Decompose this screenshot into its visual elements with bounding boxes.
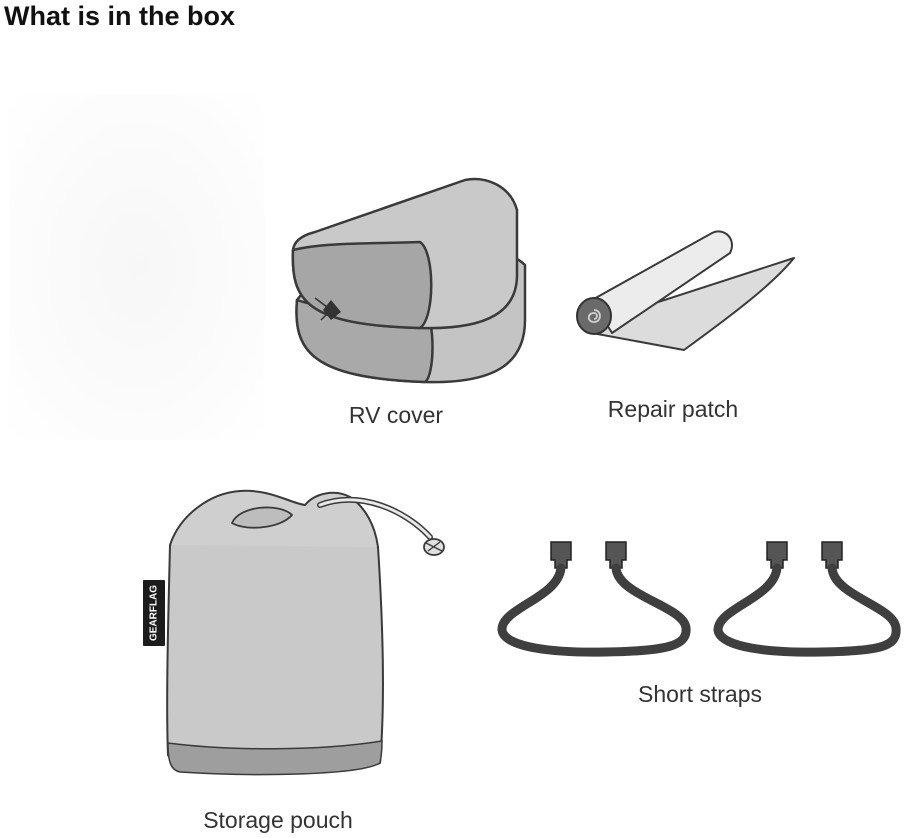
folded-cover-icon [291,177,527,384]
rolled-patch-icon [576,230,795,351]
short-straps-label: Short straps [638,681,762,707]
brand-label: GEARFLAG [149,585,160,641]
strap-right [713,541,901,657]
strap-left [497,541,691,657]
drawstring-pouch-icon: GEARFLAG [143,489,445,776]
buckle-strap-icon [497,541,901,657]
rv-cover-label: RV cover [348,402,444,428]
faded-background-area [10,95,265,440]
storage-pouch-label: Storage pouch [203,807,353,833]
page-title: What is in the box [4,1,236,31]
repair-patch-label: Repair patch [607,396,739,422]
